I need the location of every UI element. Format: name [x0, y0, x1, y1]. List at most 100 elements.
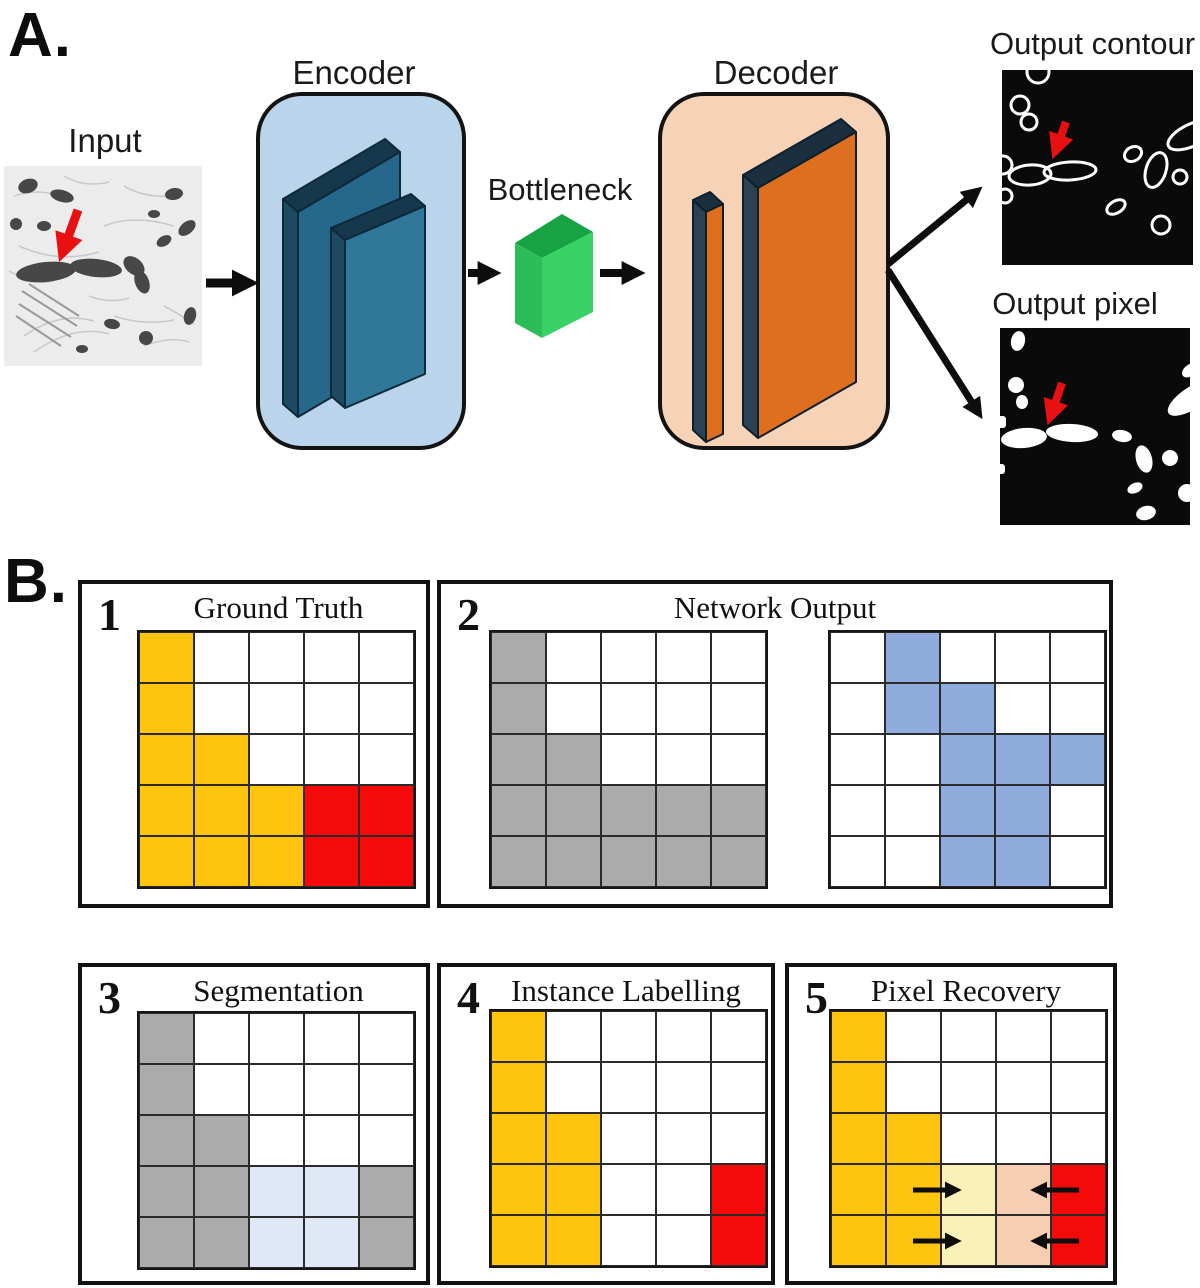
grid-cell-W	[546, 632, 601, 683]
grid-cell-W	[656, 1164, 711, 1215]
grid-cell-B	[940, 785, 995, 836]
grid-cell-B	[995, 785, 1050, 836]
grid-cell-W	[885, 734, 940, 785]
panel-a-label: A.	[8, 1, 72, 70]
grid-cell-W	[601, 1011, 656, 1062]
grid-cell-W	[885, 785, 940, 836]
grid-cell-PY	[941, 1164, 996, 1215]
grid-cell-W	[359, 683, 414, 734]
grid-cell-PB	[304, 1166, 359, 1217]
grid-cell-W	[304, 632, 359, 683]
grid-cell-Y	[249, 785, 304, 836]
grid-cell-Y	[491, 1113, 546, 1164]
panel-ground-truth: 1 Ground Truth	[78, 580, 430, 908]
grid-cell-W	[885, 836, 940, 887]
grid-cell-W	[359, 1064, 414, 1115]
red-pointer-arrow	[55, 208, 83, 263]
grid-cell-W	[249, 632, 304, 683]
panel-pixel-recovery: 5 Pixel Recovery	[785, 963, 1117, 1285]
grid-cell-G	[491, 683, 546, 734]
grid-cell-W	[656, 683, 711, 734]
grid-cell-W	[1051, 1113, 1106, 1164]
grid-cell-W	[711, 734, 766, 785]
grid-cell-G	[491, 734, 546, 785]
decoder-feature-maps	[692, 118, 857, 443]
grid-cell-G	[139, 1115, 194, 1166]
grid-cell-W	[1051, 1011, 1106, 1062]
output-pixel-image	[1000, 328, 1190, 525]
grid-cell-W	[830, 632, 885, 683]
grid-cell-W	[886, 1062, 941, 1113]
grid-cell-W	[656, 734, 711, 785]
grid-cell-R	[1051, 1215, 1106, 1266]
grid-cell-W	[546, 683, 601, 734]
grid-cell-W	[1051, 1062, 1106, 1113]
grid-cell-W	[249, 1013, 304, 1064]
grid-cell-W	[995, 683, 1050, 734]
grid-cell-G	[139, 1217, 194, 1268]
grid-cell-W	[601, 1113, 656, 1164]
grid-cell-Y	[194, 734, 249, 785]
grid-cell-G	[194, 1166, 249, 1217]
grid-cell-B	[885, 683, 940, 734]
arrow-decoder-to-pixel	[885, 268, 983, 420]
ground-truth-grid	[137, 630, 416, 889]
grid-cell-Y	[886, 1164, 941, 1215]
input-em-image	[4, 166, 202, 366]
panel-instance-labelling: 4 Instance Labelling	[437, 963, 775, 1285]
grid-cell-W	[830, 836, 885, 887]
bottleneck-block	[515, 214, 593, 338]
grid-cell-B	[995, 734, 1050, 785]
grid-cell-W	[194, 632, 249, 683]
grid-cell-Y	[139, 836, 194, 887]
grid-cell-Y	[491, 1062, 546, 1113]
output-contour-image	[1002, 70, 1193, 265]
grid-cell-G	[711, 836, 766, 887]
grid-cell-W	[359, 734, 414, 785]
grid-cell-PB	[249, 1166, 304, 1217]
pixel-blobs	[1000, 331, 1190, 521]
grid-cell-Y	[546, 1215, 601, 1266]
grid-cell-W	[304, 734, 359, 785]
grid-cell-R	[711, 1164, 766, 1215]
grid-cell-Y	[546, 1164, 601, 1215]
grid-cell-W	[711, 683, 766, 734]
grid-cell-W	[941, 1113, 996, 1164]
grid-cell-Y	[194, 785, 249, 836]
grid-cell-W	[304, 1115, 359, 1166]
decoder-box	[658, 92, 890, 450]
grid-cell-W	[194, 683, 249, 734]
panel-number: 1	[98, 589, 121, 640]
grid-cell-W	[830, 785, 885, 836]
grid-cell-W	[304, 1013, 359, 1064]
grid-cell-W	[995, 632, 1050, 683]
grid-cell-W	[996, 1113, 1051, 1164]
grid-cell-PB	[304, 1217, 359, 1268]
grid-cell-W	[886, 1011, 941, 1062]
grid-cell-G	[546, 836, 601, 887]
grid-cell-Y	[831, 1062, 886, 1113]
grid-cell-G	[656, 836, 711, 887]
grid-cell-W	[249, 683, 304, 734]
grid-cell-G	[711, 785, 766, 836]
grid-cell-W	[249, 1064, 304, 1115]
grid-cell-W	[304, 683, 359, 734]
pixel-recovery-grid	[829, 1009, 1108, 1268]
panel-number: 5	[805, 972, 828, 1023]
grid-cell-Y	[491, 1164, 546, 1215]
grid-cell-W	[1050, 632, 1105, 683]
grid-cell-B	[940, 734, 995, 785]
contour-outlines	[1002, 70, 1193, 236]
grid-cell-W	[996, 1062, 1051, 1113]
grid-cell-W	[359, 1115, 414, 1166]
panel-title: Instance Labelling	[511, 973, 741, 1008]
grid-cell-W	[546, 1062, 601, 1113]
panel-title: Pixel Recovery	[870, 973, 1062, 1008]
arrow-decoder-to-contour	[885, 186, 983, 267]
grid-cell-G	[546, 785, 601, 836]
grid-cell-B	[940, 836, 995, 887]
grid-cell-R	[359, 836, 414, 887]
grid-cell-W	[601, 1215, 656, 1266]
grid-cell-W	[601, 734, 656, 785]
grid-cell-W	[1050, 785, 1105, 836]
